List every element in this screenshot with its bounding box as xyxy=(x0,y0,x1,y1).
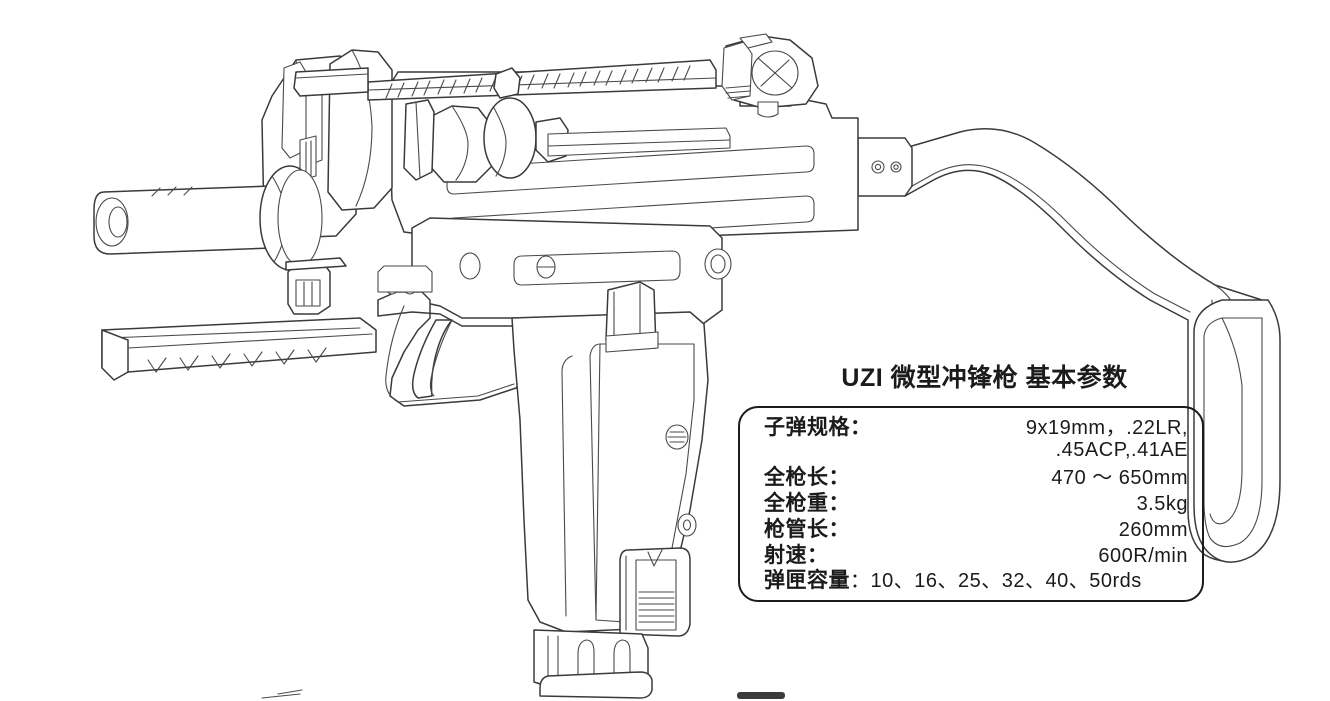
spec-label-magazine-capacity: 弹匣容量 xyxy=(764,569,850,592)
spec-row-ammo-cont: .45ACP,.41AE xyxy=(764,440,1188,460)
safety-selector-block xyxy=(605,281,659,353)
spec-label-rate-of-fire: 射速： xyxy=(764,544,829,567)
bottom-edge-fragments xyxy=(261,689,785,699)
spec-value-ammo-cont: .45ACP,.41AE xyxy=(1055,439,1188,461)
spec-label-length: 全枪长： xyxy=(764,466,850,489)
barrel xyxy=(93,165,323,271)
rail-mount-bracket xyxy=(285,257,347,315)
cocking-handle xyxy=(547,127,731,157)
spec-value-rate-of-fire: 600R/min xyxy=(1098,545,1188,567)
spec-row-barrel: 枪管长： 260mm xyxy=(764,519,1188,540)
spec-row-magazine-capacity: 弹匣容量 ：10、16、25、32、40、50rds xyxy=(764,570,1188,591)
magazine xyxy=(533,629,653,699)
spec-row-length: 全枪长： 470 ～ 650mm xyxy=(764,467,1188,488)
lower-handguard-rail xyxy=(101,317,377,381)
spec-value-weight: 3.5kg xyxy=(1136,493,1188,515)
spec-label-weight: 全枪重： xyxy=(764,492,850,515)
spec-label-ammo: 子弹规格： xyxy=(764,416,872,439)
spec-row-ammo: 子弹规格： 9x19mm，.22LR, xyxy=(764,417,1188,438)
spec-value-barrel: 260mm xyxy=(1118,519,1188,541)
spec-row-weight: 全枪重： 3.5kg xyxy=(764,493,1188,514)
spec-table: 子弹规格： 9x19mm，.22LR, .45ACP,.41AE 全枪长： 47… xyxy=(738,406,1204,602)
spec-panel: UZI 微型冲锋枪 基本参数 子弹规格： 9x19mm，.22LR, .45AC… xyxy=(735,358,1220,602)
stock-hinge-block xyxy=(857,137,913,197)
pistol-grip xyxy=(511,311,709,637)
top-picatinny-rail xyxy=(293,59,717,101)
spec-label-barrel: 枪管长： xyxy=(764,518,850,541)
trigger-pins xyxy=(377,265,433,295)
spec-value-magazine-capacity: ：10、16、25、32、40、50rds xyxy=(850,570,1142,592)
spec-row-rate-of-fire: 射速： 600R/min xyxy=(764,545,1188,566)
spec-panel-title: UZI 微型冲锋枪 基本参数 xyxy=(841,364,1128,392)
spec-value-ammo: 9x19mm，.22LR, xyxy=(1025,417,1188,439)
spec-value-length: 470 ～ 650mm xyxy=(1051,467,1188,489)
stock-butt-plate xyxy=(1193,299,1281,563)
rear-sight-assembly xyxy=(721,33,819,118)
trigger xyxy=(411,319,453,399)
